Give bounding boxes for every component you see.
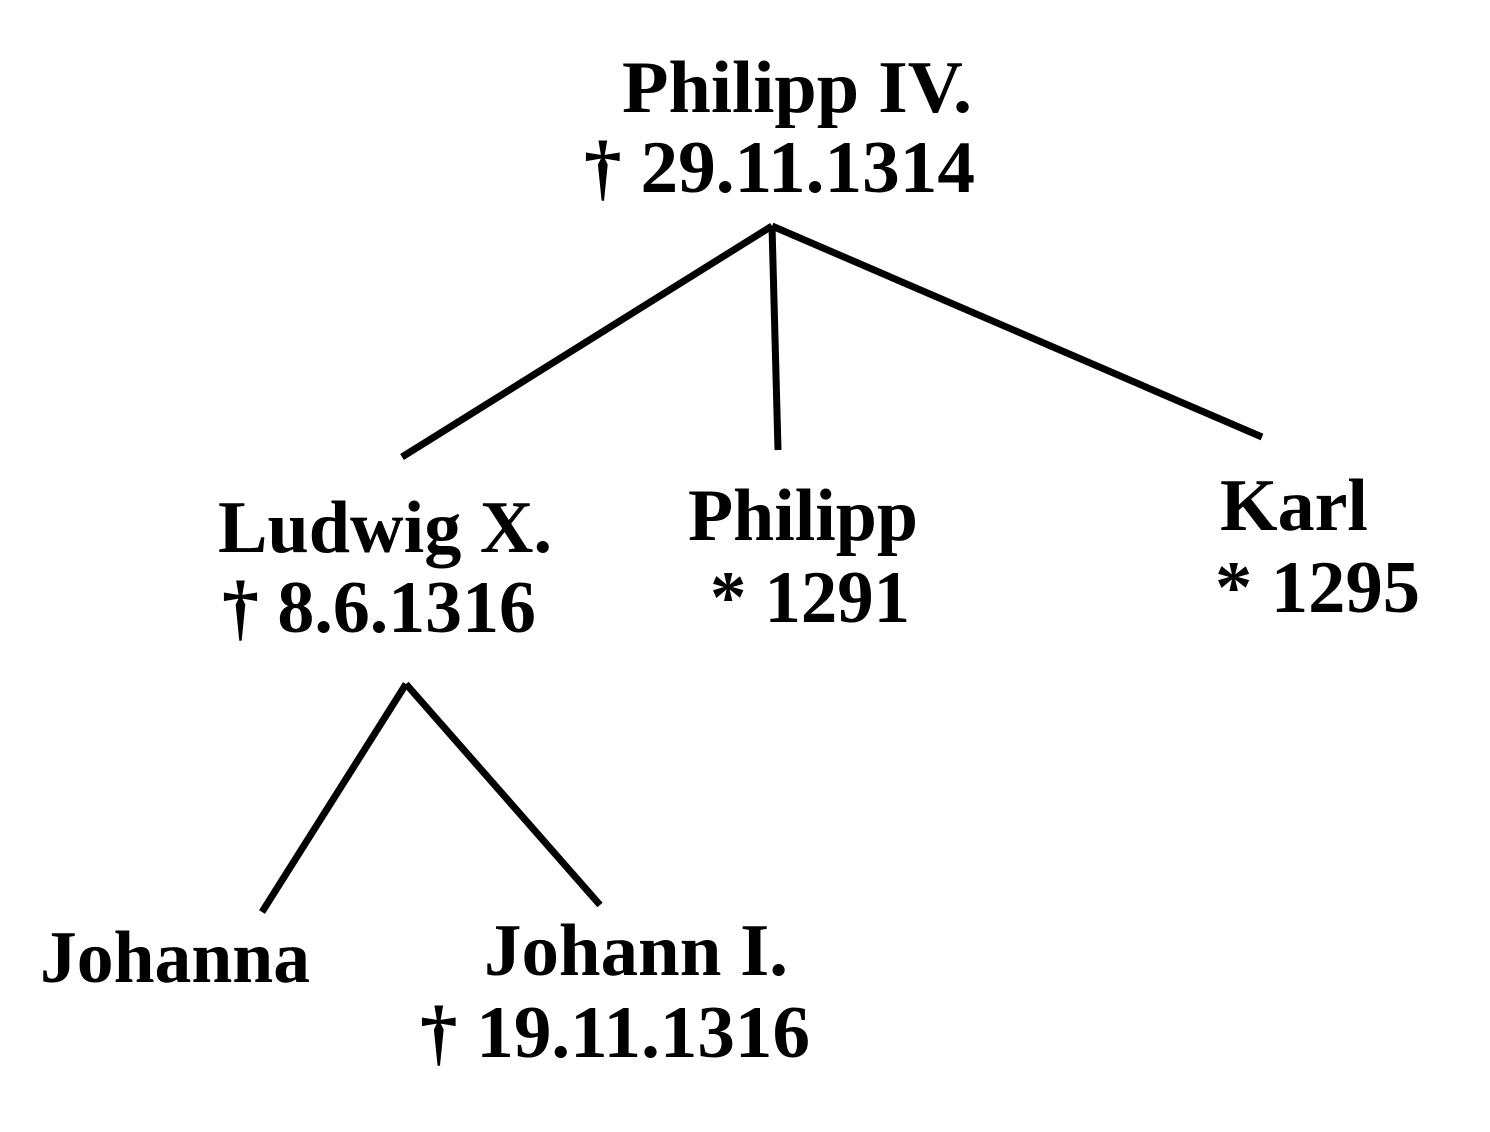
edges <box>259 222 1264 914</box>
node-name: Johanna <box>40 917 310 999</box>
node-name: Philipp IV. <box>622 47 972 129</box>
node-date: † 29.11.1314 <box>584 127 975 209</box>
node-name: Karl <box>1220 465 1368 547</box>
node-johanna: Johanna <box>40 917 310 999</box>
node-philipp: Philipp * 1291 <box>688 475 918 639</box>
edge-ludwig-x-johann-i <box>403 681 603 908</box>
node-name: Ludwig X. <box>218 487 552 569</box>
node-name: Philipp <box>688 475 918 557</box>
node-date: * 1295 <box>1215 547 1420 629</box>
node-philipp-iv: Philipp IV. † 29.11.1314 <box>584 47 975 209</box>
node-name: Johann I. <box>484 910 788 992</box>
edge-philipp-iv-philipp <box>768 225 782 451</box>
edge-philipp-iv-karl <box>770 222 1264 441</box>
edge-ludwig-x-johanna <box>259 682 409 914</box>
edge-philipp-iv-ludwig-x <box>400 223 774 460</box>
node-date: † 19.11.1316 <box>420 992 810 1074</box>
node-karl: Karl * 1295 <box>1215 465 1420 629</box>
node-johann-i: Johann I. † 19.11.1316 <box>420 910 810 1074</box>
node-date: † 8.6.1316 <box>222 567 536 649</box>
node-ludwig-x: Ludwig X. † 8.6.1316 <box>218 487 552 649</box>
node-date: * 1291 <box>710 557 910 639</box>
